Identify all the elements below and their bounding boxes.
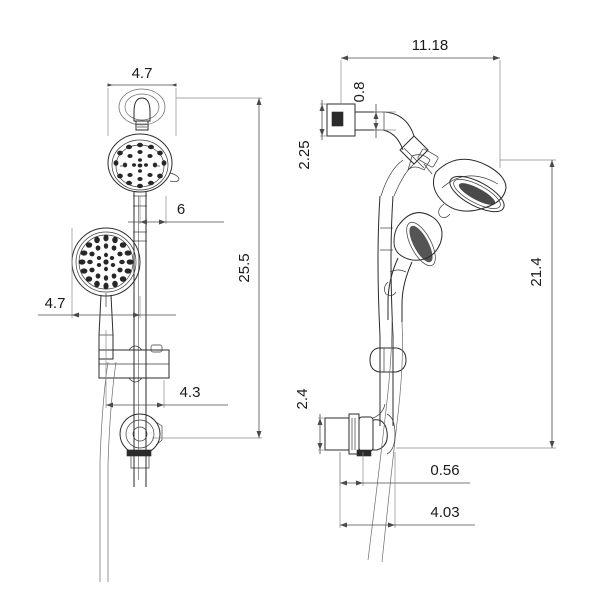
shower-hose-side (367, 319, 403, 563)
dim-label-4-3: 4.3 (180, 384, 201, 401)
dim-label-4-03: 4.03 (430, 504, 459, 521)
dim-label-25-5: 25.5 (236, 253, 253, 282)
dim-label-4-7-hand: 4.7 (45, 295, 66, 312)
dim-2-4: 2.4 (294, 389, 325, 454)
dim-11-18: 11.18 (340, 37, 501, 168)
dim-label-0-8: 0.8 (351, 82, 368, 103)
dim-label-0-56: 0.56 (430, 462, 459, 479)
dim-4-03: 4.03 (339, 452, 475, 528)
swivel-ball-joint-side (399, 135, 439, 175)
rain-shower-head-front (107, 88, 180, 193)
dim-4-7-top: 4.7 (107, 65, 177, 136)
dim-label-21-4: 21.4 (528, 257, 545, 286)
dim-label-2-25: 2.25 (296, 140, 313, 169)
dim-label-2-4: 2.4 (294, 389, 311, 410)
dim-4-3: 4.3 (105, 330, 228, 408)
shower-hose-front (99, 361, 117, 582)
side-view-group: 11.18 0.8 2.25 (294, 37, 556, 563)
wall-flange-side (326, 103, 356, 137)
hose-outlet-elbow-front (119, 413, 163, 469)
dim-0-56: 0.56 (339, 452, 470, 486)
diverter-valve-side (324, 403, 396, 457)
dim-label-6: 6 (177, 201, 185, 218)
dim-25-5: 25.5 (152, 97, 262, 439)
dim-label-11-18: 11.18 (412, 37, 448, 54)
rain-shower-head-side (432, 158, 507, 218)
slide-bar-bracket-front (98, 344, 170, 383)
hose-holder-clip-side (369, 347, 407, 373)
dim-2-25: 2.25 (296, 100, 327, 170)
dim-6: 6 (128, 196, 224, 225)
dim-21-4: 21.4 (396, 159, 556, 449)
slide-bar-side (377, 159, 415, 426)
front-view-group: 4.7 6 4.7 (38, 65, 262, 582)
hand-shower-nozzle-pattern (78, 234, 134, 290)
slide-bar-front (133, 192, 147, 487)
hand-shower-head-side (384, 212, 443, 322)
dim-4-7-hand: 4.7 (38, 228, 176, 318)
dim-label-4-7-top: 4.7 (132, 65, 153, 82)
dim-0-8: 0.8 (351, 82, 396, 138)
spray-nozzle-pattern (113, 142, 167, 189)
